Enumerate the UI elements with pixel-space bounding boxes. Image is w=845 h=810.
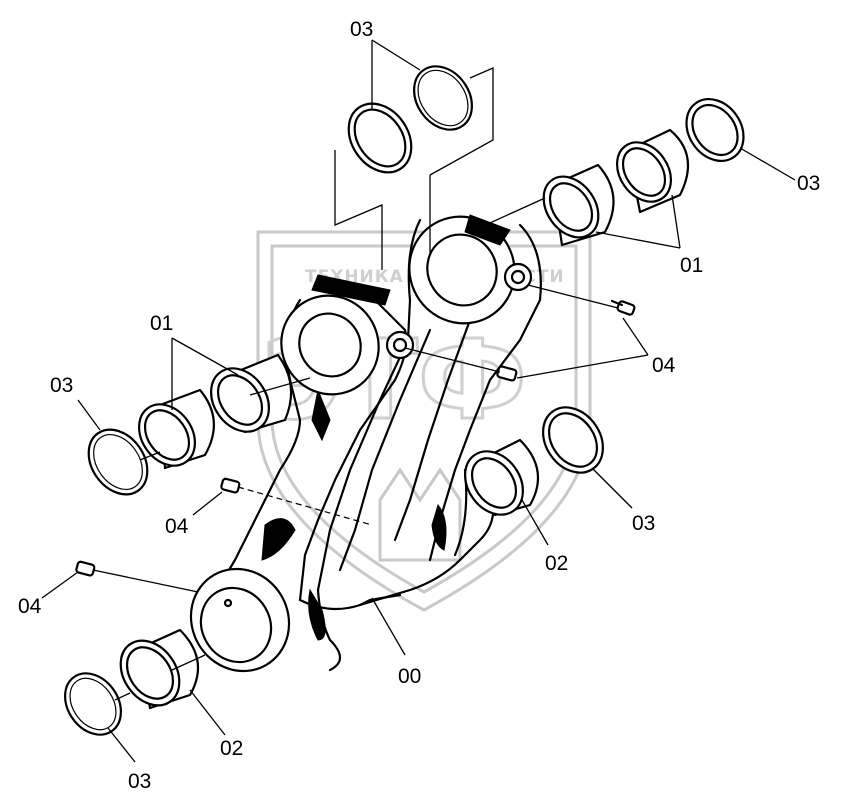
bushing-mid-right — [464, 438, 540, 517]
bushing-right-outer — [616, 128, 690, 214]
ring-lower-left — [64, 672, 122, 736]
assembly-lines — [92, 67, 619, 701]
label-ring-lower-left: 03 — [128, 770, 151, 793]
ring-top-right — [413, 65, 473, 131]
label-bushing-lower-left: 02 — [220, 737, 243, 760]
ring-mid-right — [542, 406, 604, 474]
label-bushings-right: 01 — [680, 254, 703, 277]
fitting-lower-left — [75, 560, 96, 577]
ring-top-left — [347, 102, 413, 174]
fitting-right-upper — [610, 299, 636, 316]
label-ring-top: 03 — [350, 18, 373, 41]
label-fittings-right: 04 — [652, 354, 676, 377]
bushing-right-inner — [542, 163, 615, 247]
label-body: 00 — [398, 665, 421, 688]
bushing-lower-left — [119, 628, 200, 710]
link-body — [189, 214, 542, 673]
label-ring-right: 03 — [797, 172, 820, 195]
label-bushings-left: 01 — [150, 312, 173, 335]
label-ring-left: 03 — [50, 374, 73, 397]
seal-rings — [64, 65, 745, 736]
bushings — [119, 128, 690, 710]
bushing-left-outer — [138, 388, 215, 470]
label-bushing-mid-right: 02 — [545, 552, 568, 575]
callouts: 03 03 01 01 03 04 03 04 02 04 00 — [18, 18, 820, 793]
fitting-left — [220, 477, 241, 494]
bushing-left-inner — [210, 353, 293, 434]
label-fitting-left: 04 — [165, 515, 189, 538]
grease-fittings — [75, 299, 636, 577]
label-ring-mid-right: 03 — [632, 512, 655, 535]
label-fitting-lower-left: 04 — [18, 595, 42, 618]
